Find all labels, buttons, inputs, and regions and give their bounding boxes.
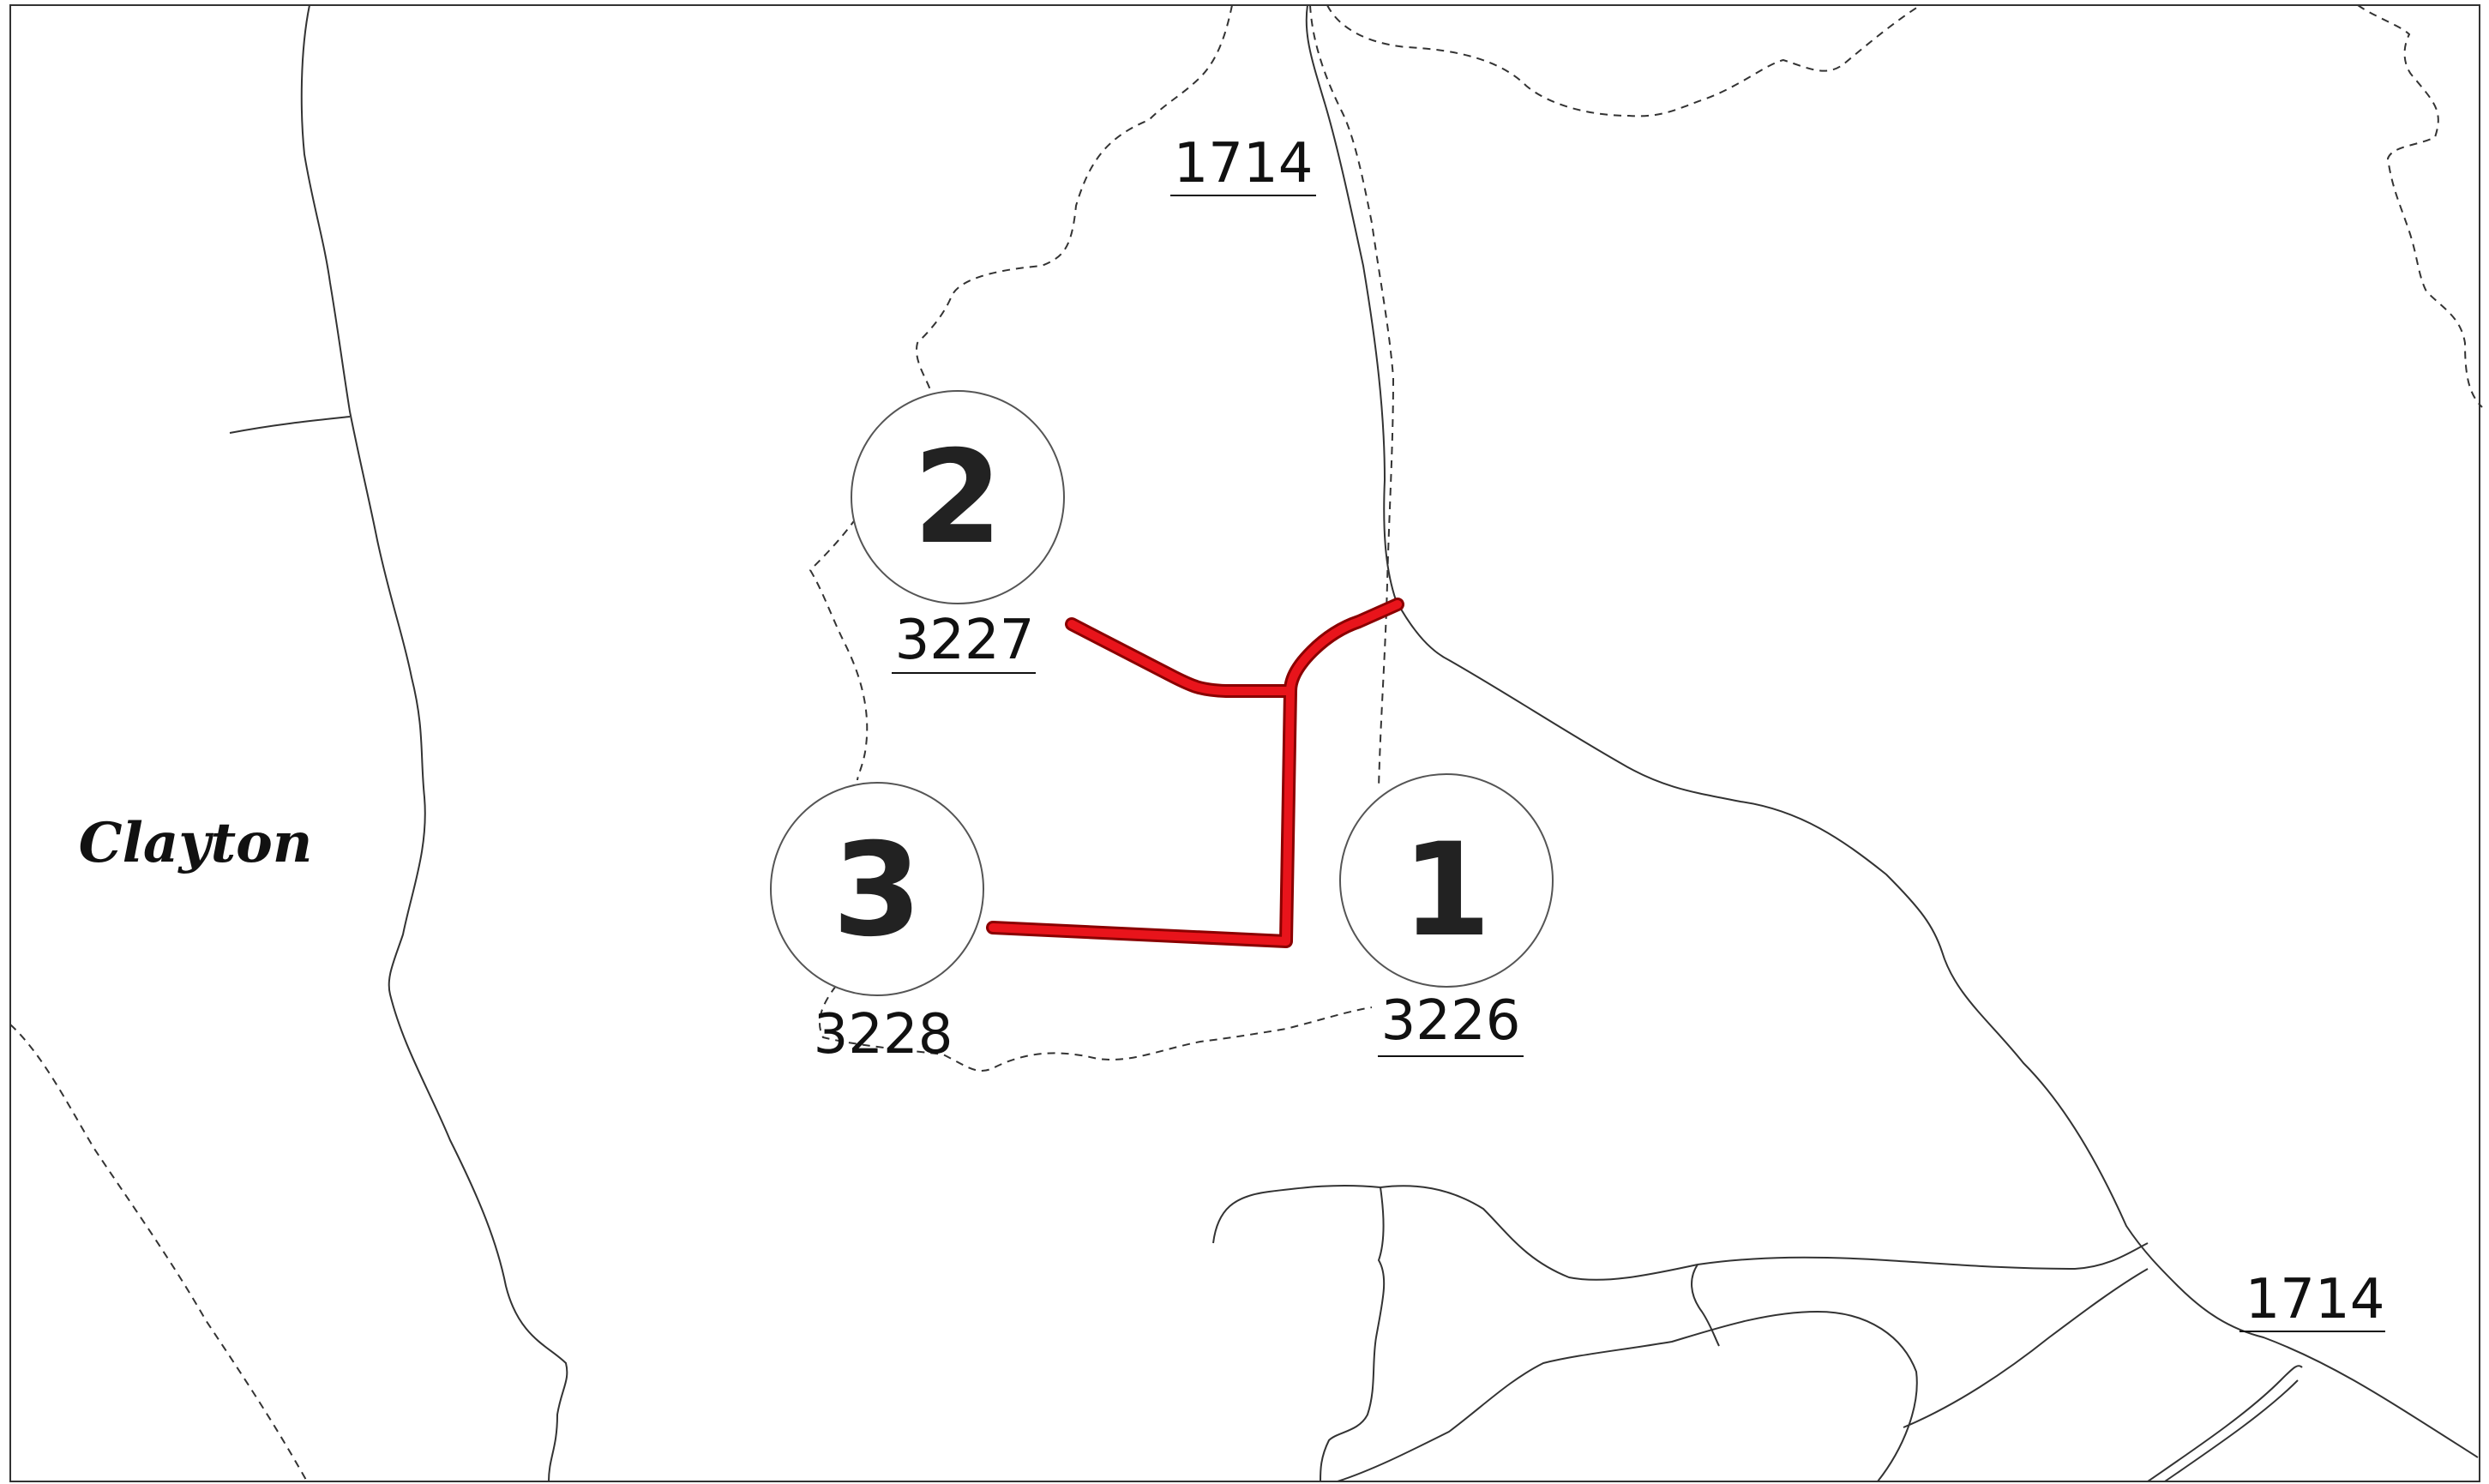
road-line-west	[300, 4, 568, 1482]
parcel-label-3228: 3228	[814, 1003, 953, 1066]
marker-2-number: 2	[913, 424, 1002, 573]
parcel-label-3226: 3226	[1381, 989, 1521, 1053]
road-line-south-3	[1337, 1310, 1918, 1482]
road-lines	[229, 4, 2479, 1482]
road-line-south-2	[1320, 1187, 1386, 1482]
boundary-line-northeast	[1326, 4, 1921, 117]
route-line[interactable]	[989, 600, 1402, 946]
parcel-labels: 1714 3227 3228 3226 1714	[814, 132, 2385, 1332]
place-label-clayton: Clayton	[79, 811, 313, 875]
road-spur-west	[229, 416, 351, 434]
marker-1-number: 1	[1402, 816, 1491, 965]
marker-2-circle	[851, 390, 1065, 604]
road-line-southeast-1	[1903, 1268, 2149, 1428]
parcel-label-1714-north: 1714	[1174, 132, 1314, 195]
map-frame	[9, 4, 2480, 1482]
boundary-line-east	[2357, 4, 2483, 408]
road-line-central	[1305, 4, 2479, 1458]
boundary-lines	[9, 4, 2483, 1482]
marker-3[interactable]: 3	[770, 782, 984, 996]
route[interactable]	[986, 598, 1404, 948]
parcel-label-1714-southeast: 1714	[2246, 1268, 2385, 1331]
road-line-southeast-3	[2164, 1379, 2299, 1482]
boundary-line-central	[1309, 4, 1395, 790]
road-line-south-4	[1691, 1264, 1720, 1347]
marker-3-circle	[770, 782, 984, 996]
boundary-line-west-a	[809, 518, 869, 781]
road-line-south-1	[1212, 1184, 2149, 1281]
marker-3-number: 3	[833, 816, 922, 965]
road-line-southeast-2	[2147, 1365, 2303, 1482]
marker-1-circle	[1339, 773, 1554, 988]
boundary-line-north	[916, 4, 1233, 391]
boundary-line-west-b	[9, 1024, 308, 1482]
parcel-label-3227: 3227	[895, 609, 1035, 672]
route-outline	[986, 598, 1404, 948]
marker-2[interactable]: 2	[851, 390, 1065, 604]
boundary-line-south	[819, 985, 1373, 1072]
marker-1[interactable]: 1	[1339, 773, 1554, 988]
